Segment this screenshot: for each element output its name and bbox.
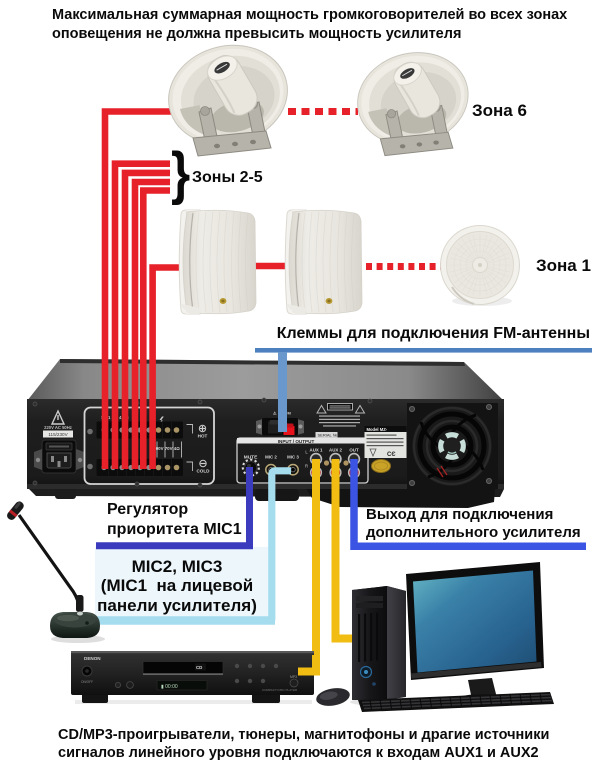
svg-text:115/230V: 115/230V — [48, 432, 68, 437]
svg-text:MUTE: MUTE — [244, 455, 258, 461]
svg-text:DENON: DENON — [84, 656, 101, 661]
svg-text:OUT: OUT — [349, 448, 359, 453]
svg-text:⚠: ⚠ — [273, 411, 277, 416]
svg-text:R: R — [305, 464, 308, 469]
svg-text:FM: FM — [285, 411, 291, 416]
svg-text:MIC 3: MIC 3 — [287, 455, 299, 460]
svg-text:SERIAL №: SERIAL № — [318, 433, 337, 438]
svg-text:L: L — [305, 450, 308, 455]
svg-text:Model MZ-: Model MZ- — [367, 427, 388, 432]
svg-text:INPUT / OUTPUT: INPUT / OUTPUT — [278, 439, 315, 444]
svg-text:▮ 00:00: ▮ 00:00 — [161, 684, 178, 690]
svg-text:MP3: MP3 — [290, 675, 297, 679]
svg-text:COLD: COLD — [196, 469, 210, 474]
svg-text:HOT: HOT — [198, 434, 208, 439]
svg-text:CD: CD — [196, 665, 202, 670]
svg-text:AUX 2: AUX 2 — [329, 448, 342, 453]
svg-text:100V 70V 4Ω: 100V 70V 4Ω — [153, 446, 180, 451]
svg-text:ON/OFF: ON/OFF — [81, 680, 93, 684]
svg-text:220V AC 50Hz: 220V AC 50Hz — [44, 425, 72, 430]
svg-text:CЄ: CЄ — [387, 452, 396, 458]
svg-text:MIC 2: MIC 2 — [265, 455, 277, 460]
svg-text:AUX 1: AUX 1 — [310, 448, 323, 453]
svg-text:COMPACT DISC PLAYER: COMPACT DISC PLAYER — [262, 688, 298, 692]
